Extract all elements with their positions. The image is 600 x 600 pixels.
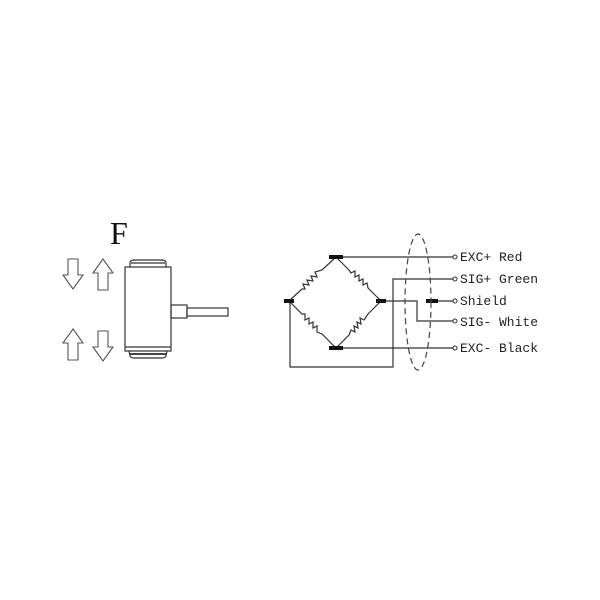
load-cell-body [124, 266, 172, 352]
label-sig-plus: SIG+ Green [460, 272, 538, 287]
arrow-up-icon [61, 328, 85, 361]
terminal-icon [452, 318, 458, 324]
bridge-node-top [329, 255, 343, 259]
resistor-bottom-left [288, 300, 337, 349]
bridge-node-bottom [329, 346, 343, 350]
load-cell [124, 259, 229, 359]
wire-sig-plus [289, 278, 453, 368]
cable-connector [170, 304, 188, 319]
label-sig-minus: SIG- White [460, 315, 538, 330]
wire-sig-minus [386, 300, 453, 322]
force-arrows [61, 258, 115, 362]
arrow-down-icon [91, 330, 115, 362]
terminal-icon [452, 276, 458, 282]
terminal-icon [452, 254, 458, 260]
terminals [452, 254, 458, 351]
arrow-up-icon [91, 258, 115, 291]
wheatstone-bridge [284, 255, 386, 350]
bridge-node-left [284, 299, 294, 303]
load-cell-bottom-cap [128, 350, 168, 359]
arrow-down-icon [61, 258, 85, 290]
cable [186, 307, 229, 317]
wire-labels: EXC+ Red SIG+ Green Shield SIG- White EX… [460, 250, 538, 356]
terminal-icon [452, 298, 458, 304]
terminal-icon [452, 345, 458, 351]
resistor-top-right [335, 256, 382, 302]
shield-node [426, 299, 438, 303]
label-exc-plus: EXC+ Red [460, 250, 522, 265]
wires [289, 256, 453, 368]
label-shield: Shield [460, 294, 507, 309]
cable-shield-outline [404, 233, 432, 371]
resistor-bottom-right [335, 300, 382, 349]
resistor-top-left [288, 256, 337, 302]
bridge-node-right [376, 299, 386, 303]
force-label: F [110, 215, 128, 251]
load-cell-top-cap [129, 259, 167, 267]
label-exc-minus: EXC- Black [460, 341, 538, 356]
